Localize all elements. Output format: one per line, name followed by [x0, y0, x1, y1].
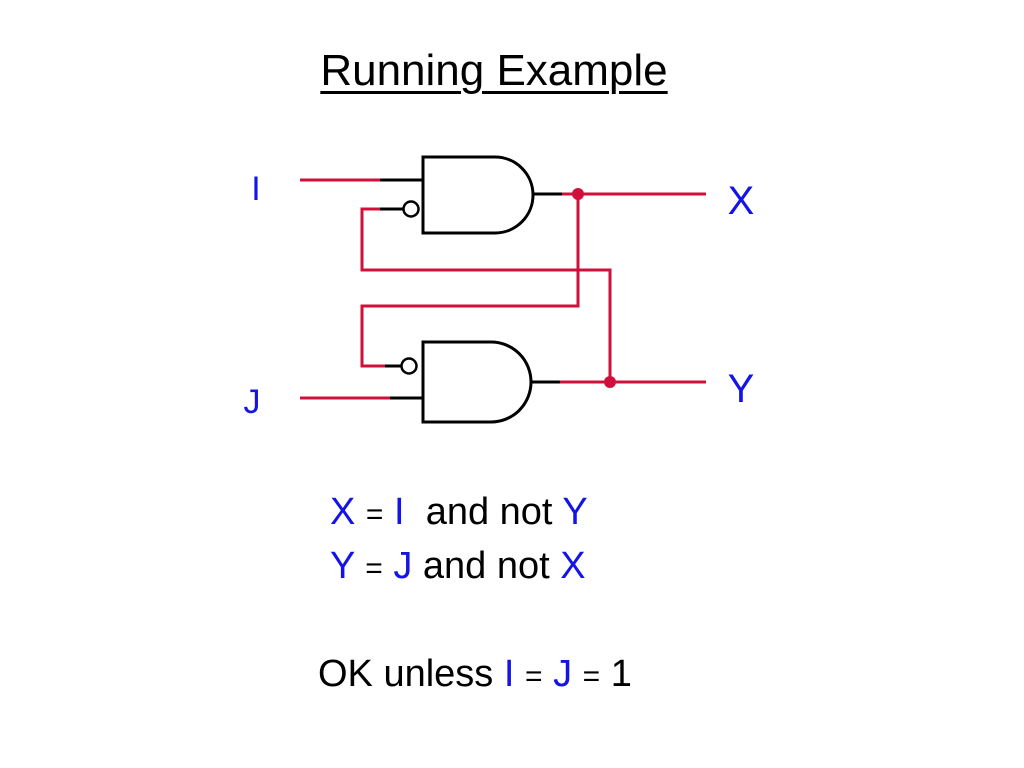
and-gate-x: [421, 155, 535, 235]
page-title: Running Example: [320, 46, 668, 95]
equation-x: X = I and not Y: [330, 491, 588, 534]
eq2-text: and not: [422, 545, 550, 587]
eq2-rhs: X: [560, 545, 586, 587]
and-gate-y: [421, 340, 533, 424]
eq2-var: J: [393, 545, 413, 587]
eq1-text: and not: [425, 491, 553, 533]
junction-x: [572, 188, 584, 200]
label-y: Y: [728, 367, 755, 411]
equation-y: Y = J and not X: [330, 545, 586, 588]
condition-prefix: OK unless: [318, 653, 494, 695]
condition-value: 1: [610, 653, 632, 695]
condition-a: I: [503, 653, 515, 695]
eq1-var: I: [394, 491, 405, 533]
condition-eq2: =: [582, 660, 601, 693]
wire-feedback-x: [360, 194, 580, 368]
eq1-rhs: Y: [562, 491, 588, 533]
eq2-lhs: Y: [330, 545, 355, 587]
eq1-lhs: X: [330, 491, 356, 533]
inverter-bubble-gate2: [400, 357, 418, 375]
inverter-bubble-gate1: [402, 200, 420, 218]
condition-line: OK unless I = J = 1: [318, 653, 632, 696]
eq2-equals: =: [365, 552, 383, 585]
label-j: J: [244, 383, 261, 421]
label-i: I: [251, 170, 260, 208]
condition-b: J: [553, 653, 573, 695]
wire-feedback-y: [360, 207, 612, 382]
eq1-equals: =: [365, 498, 384, 531]
condition-eq1: =: [525, 660, 543, 693]
junction-y: [604, 376, 616, 388]
label-x: X: [728, 179, 755, 223]
